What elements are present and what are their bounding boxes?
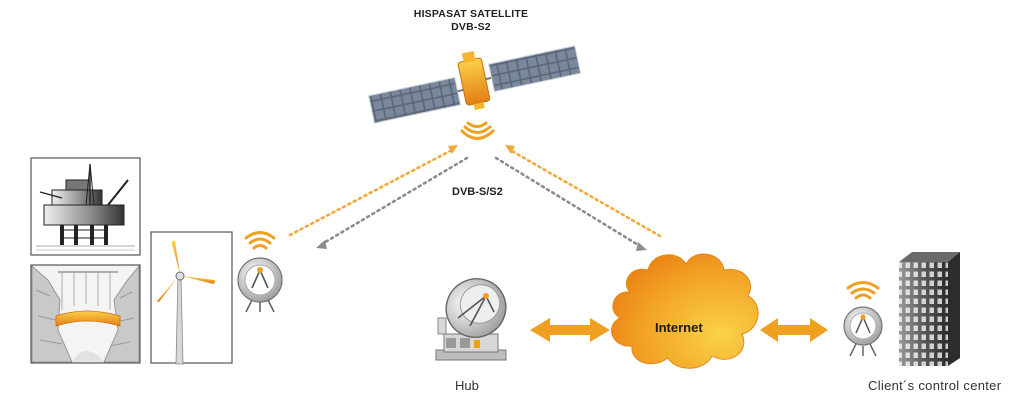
building-icon bbox=[899, 252, 960, 366]
double-arrow-icon bbox=[760, 318, 828, 342]
satellite-links bbox=[288, 148, 662, 248]
uplink-left bbox=[288, 148, 454, 237]
satellite-icon bbox=[368, 45, 582, 124]
double-arrow-icon bbox=[530, 318, 610, 342]
satellite-title-line2: DVB-S2 bbox=[451, 21, 491, 33]
downlink-left bbox=[320, 156, 469, 246]
vsat-terminal-icon bbox=[843, 281, 883, 357]
satellite-title: HISPASAT SATELLITE DVB-S2 bbox=[396, 8, 546, 34]
wind-turbine-icon bbox=[150, 231, 233, 365]
internet-label: Internet bbox=[655, 320, 703, 335]
vsat-terminal-icon bbox=[237, 231, 283, 313]
link-label: DVB-S/S2 bbox=[452, 186, 503, 198]
signal-waves-icon bbox=[460, 121, 495, 140]
uplink-right bbox=[508, 148, 662, 238]
satellite-title-line1: HISPASAT SATELLITE bbox=[413, 8, 529, 20]
hub-label: Hub bbox=[455, 378, 479, 393]
hub-dish-icon bbox=[435, 278, 507, 361]
downlink-right bbox=[494, 156, 642, 248]
dam-icon bbox=[30, 264, 141, 364]
oil-platform-icon bbox=[30, 157, 141, 256]
link-arrowheads bbox=[316, 145, 647, 251]
client-control-center-label: Client´s control center bbox=[868, 378, 1002, 393]
internet-cloud-icon bbox=[610, 253, 759, 369]
